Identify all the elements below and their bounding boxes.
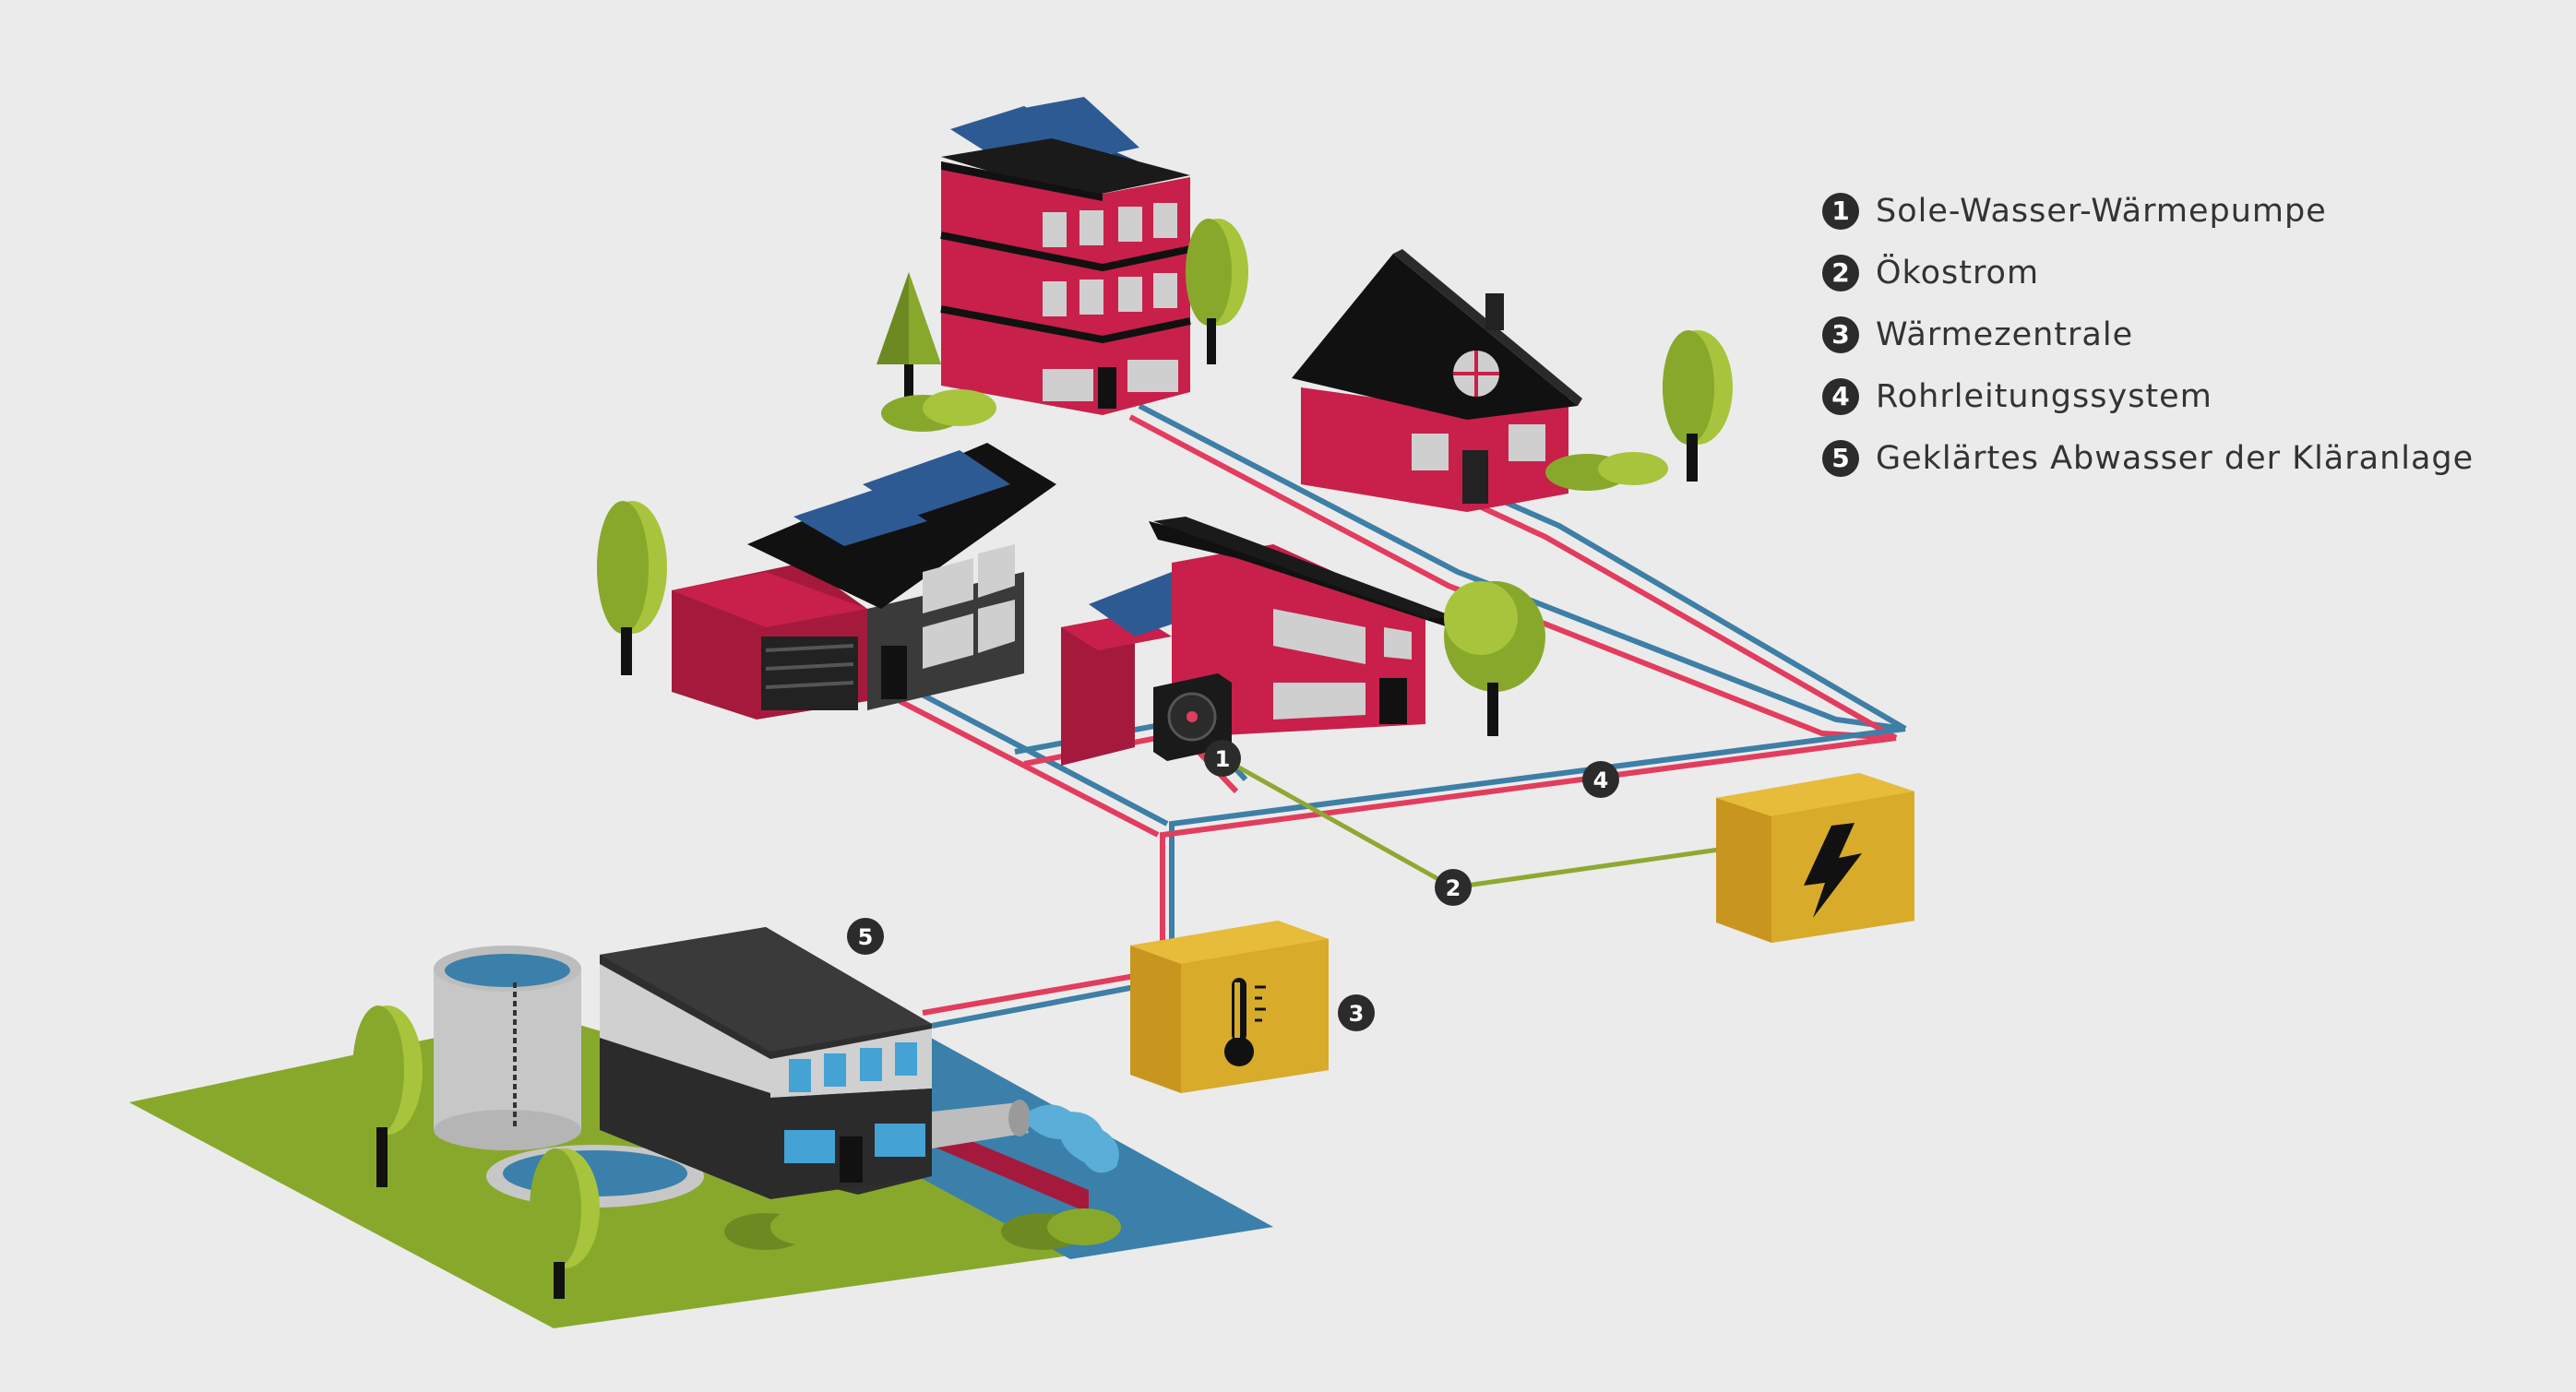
marker-heat-pump: 1: [1204, 740, 1241, 777]
chimney: [1485, 293, 1504, 330]
legend-item-heat-pump: 1 Sole-Wasser-Wärmepumpe: [1822, 180, 2474, 242]
heat-center-box: [1130, 921, 1329, 1093]
legend-number-badge: 4: [1822, 377, 1859, 415]
tree: [1663, 330, 1733, 482]
marker-green-power: 2: [1435, 869, 1472, 906]
modern-house: [672, 443, 1056, 720]
legend-number-badge: 3: [1822, 315, 1859, 353]
tree: [1186, 219, 1248, 364]
door: [881, 646, 907, 699]
door: [1098, 367, 1116, 409]
power-line: [1221, 755, 1726, 890]
legend-label: Geklärtes Abwasser der Kläranlage: [1876, 439, 2475, 477]
house-heat-pump: [1061, 517, 1458, 766]
tree: [1444, 581, 1545, 736]
tree: [530, 1148, 600, 1299]
thermometer-icon: [1224, 978, 1266, 1066]
bush: [724, 1208, 844, 1250]
heat-pump-unit: [1153, 673, 1232, 761]
power-box: [1716, 773, 1914, 943]
legend-label: Ökostrom: [1876, 254, 2040, 291]
marker-heat-center: 3: [1338, 994, 1375, 1031]
tree: [597, 501, 667, 675]
svg-text:2: 2: [1446, 875, 1461, 901]
marker-pipe-system: 4: [1582, 761, 1619, 798]
marker-treatment-plant: 5: [847, 918, 884, 955]
door: [1462, 450, 1488, 504]
bush: [881, 389, 996, 432]
legend-label: Sole-Wasser-Wärmepumpe: [1876, 192, 2327, 230]
outflow-pipe: [932, 1100, 1119, 1173]
svg-text:5: 5: [858, 924, 874, 950]
legend-item-pipe-system: 4 Rohrleitungssystem: [1822, 365, 2474, 427]
legend-number-badge: 2: [1822, 254, 1859, 291]
legend-number-badge: 5: [1822, 439, 1859, 477]
legend-item-heat-center: 3 Wärmezentrale: [1822, 303, 2474, 365]
door: [1379, 678, 1407, 724]
tree: [877, 272, 941, 397]
legend-label: Rohrleitungssystem: [1876, 377, 2212, 415]
svg-text:4: 4: [1593, 767, 1609, 793]
tree: [352, 1005, 423, 1187]
legend-label: Wärmezentrale: [1876, 315, 2134, 353]
legend-number-badge: 1: [1822, 192, 1859, 230]
legend: 1 Sole-Wasser-Wärmepumpe 2 Ökostrom 3 Wä…: [1822, 180, 2474, 489]
bush: [1001, 1208, 1121, 1250]
svg-text:3: 3: [1349, 1001, 1365, 1027]
legend-item-treatment-plant: 5 Geklärtes Abwasser der Kläranlage: [1822, 427, 2474, 489]
lightning-bolt-icon: [1804, 823, 1862, 918]
apartment-building: [940, 97, 1191, 415]
legend-item-green-power: 2 Ökostrom: [1822, 242, 2474, 303]
door: [840, 1136, 863, 1183]
house-gable: [1292, 249, 1582, 512]
water-tank: [434, 946, 581, 1150]
bush: [1545, 452, 1668, 491]
svg-text:1: 1: [1215, 746, 1231, 772]
